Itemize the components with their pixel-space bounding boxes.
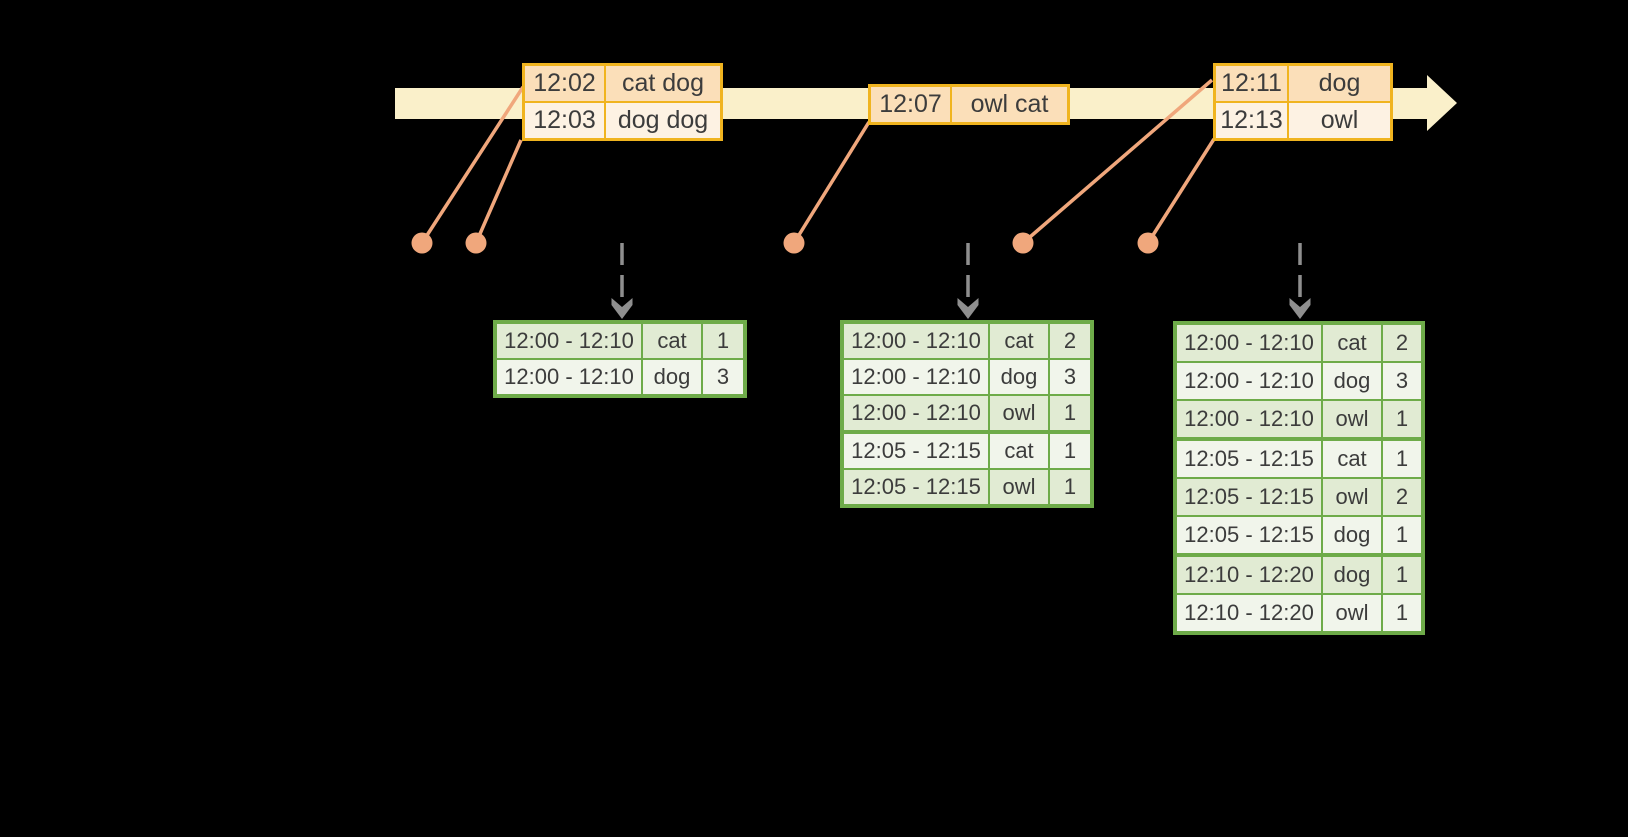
count-cell: 2: [1383, 479, 1421, 515]
window-cell: 12:00 - 12:10: [1177, 363, 1321, 399]
word-cell: cat: [990, 434, 1048, 468]
word-cell: dog: [990, 360, 1048, 394]
window-cell: 12:00 - 12:10: [844, 360, 988, 394]
window-cell: 12:10 - 12:20: [1177, 557, 1321, 593]
event-table-3: 12:11 dog 12:13 owl: [1213, 63, 1393, 141]
event-words-cell: cat dog: [606, 66, 720, 101]
event-words-cell: dog dog: [606, 103, 720, 138]
count-cell: 1: [1383, 441, 1421, 477]
word-cell: dog: [1323, 557, 1381, 593]
connector-line: [474, 139, 523, 244]
event-time-cell: 12:11: [1216, 66, 1287, 101]
timeline-arrowhead-icon: [1427, 75, 1457, 131]
connector-lines: [420, 78, 1216, 245]
window-cell: 12:10 - 12:20: [1177, 595, 1321, 631]
word-cell: owl: [1323, 595, 1381, 631]
count-cell: 1: [1050, 434, 1090, 468]
event-table-2: 12:07 owl cat: [868, 84, 1070, 125]
result-table-2: 12:00 - 12:10 cat 2 12:00 - 12:10 dog 3 …: [840, 320, 1094, 508]
trigger-arrow-icon: [957, 243, 979, 319]
trigger-arrow-icon: [611, 243, 633, 319]
window-cell: 12:00 - 12:10: [844, 324, 988, 358]
trigger-arrow-icon: [1289, 243, 1311, 319]
window-cell: 12:00 - 12:10: [497, 324, 641, 358]
window-cell: 12:00 - 12:10: [1177, 401, 1321, 437]
event-time-cell: 12:02: [525, 66, 604, 101]
count-cell: 3: [703, 360, 743, 394]
result-table-3: 12:00 - 12:10 cat 2 12:00 - 12:10 dog 3 …: [1173, 321, 1425, 635]
trigger-arrows: [611, 243, 1311, 319]
count-cell: 1: [1383, 517, 1421, 553]
event-time-cell: 12:07: [871, 87, 950, 122]
connector-line: [1146, 138, 1216, 244]
window-group: 12:00 - 12:10 cat 2 12:00 - 12:10 dog 3 …: [844, 324, 1090, 430]
event-words-cell: dog: [1289, 66, 1390, 101]
window-group: 12:00 - 12:10 cat 2 12:00 - 12:10 dog 3 …: [1177, 325, 1421, 437]
window-cell: 12:05 - 12:15: [1177, 441, 1321, 477]
word-cell: owl: [990, 396, 1048, 430]
window-cell: 12:00 - 12:10: [844, 396, 988, 430]
count-cell: 3: [1383, 363, 1421, 399]
count-cell: 1: [1383, 595, 1421, 631]
event-time-cell: 12:13: [1216, 103, 1287, 138]
window-cell: 12:05 - 12:15: [844, 434, 988, 468]
connector-line: [1021, 78, 1214, 245]
count-cell: 1: [1050, 396, 1090, 430]
word-cell: dog: [643, 360, 701, 394]
window-group: 12:05 - 12:15 cat 1 12:05 - 12:15 owl 2 …: [1177, 441, 1421, 553]
event-dots: [411, 232, 1159, 254]
count-cell: 1: [1050, 470, 1090, 504]
count-cell: 1: [1383, 401, 1421, 437]
window-cell: 12:05 - 12:15: [844, 470, 988, 504]
event-words-cell: owl cat: [952, 87, 1067, 122]
connector-line: [792, 121, 871, 244]
window-group: 12:05 - 12:15 cat 1 12:05 - 12:15 owl 1: [844, 434, 1090, 504]
event-dot: [465, 232, 487, 254]
window-group: 12:10 - 12:20 dog 1 12:10 - 12:20 owl 1: [1177, 557, 1421, 631]
window-cell: 12:00 - 12:10: [497, 360, 641, 394]
event-words-cell: owl: [1289, 103, 1390, 138]
word-cell: cat: [1323, 325, 1381, 361]
connector-line: [420, 86, 525, 244]
window-cell: 12:00 - 12:10: [1177, 325, 1321, 361]
event-table-1: 12:02 cat dog 12:03 dog dog: [522, 63, 723, 141]
event-dot: [1137, 232, 1159, 254]
word-cell: owl: [1323, 401, 1381, 437]
count-cell: 2: [1050, 324, 1090, 358]
result-table-1: 12:00 - 12:10 cat 1 12:00 - 12:10 dog 3: [493, 320, 747, 398]
word-cell: cat: [643, 324, 701, 358]
count-cell: 2: [1383, 325, 1421, 361]
word-cell: cat: [1323, 441, 1381, 477]
word-cell: owl: [1323, 479, 1381, 515]
word-cell: owl: [990, 470, 1048, 504]
event-dot: [783, 232, 805, 254]
word-cell: cat: [990, 324, 1048, 358]
event-dot: [1012, 232, 1034, 254]
window-cell: 12:05 - 12:15: [1177, 517, 1321, 553]
window-cell: 12:05 - 12:15: [1177, 479, 1321, 515]
event-time-cell: 12:03: [525, 103, 604, 138]
count-cell: 1: [703, 324, 743, 358]
word-cell: dog: [1323, 517, 1381, 553]
event-dot: [411, 232, 433, 254]
count-cell: 3: [1050, 360, 1090, 394]
word-cell: dog: [1323, 363, 1381, 399]
count-cell: 1: [1383, 557, 1421, 593]
window-group: 12:00 - 12:10 cat 1 12:00 - 12:10 dog 3: [497, 324, 743, 394]
